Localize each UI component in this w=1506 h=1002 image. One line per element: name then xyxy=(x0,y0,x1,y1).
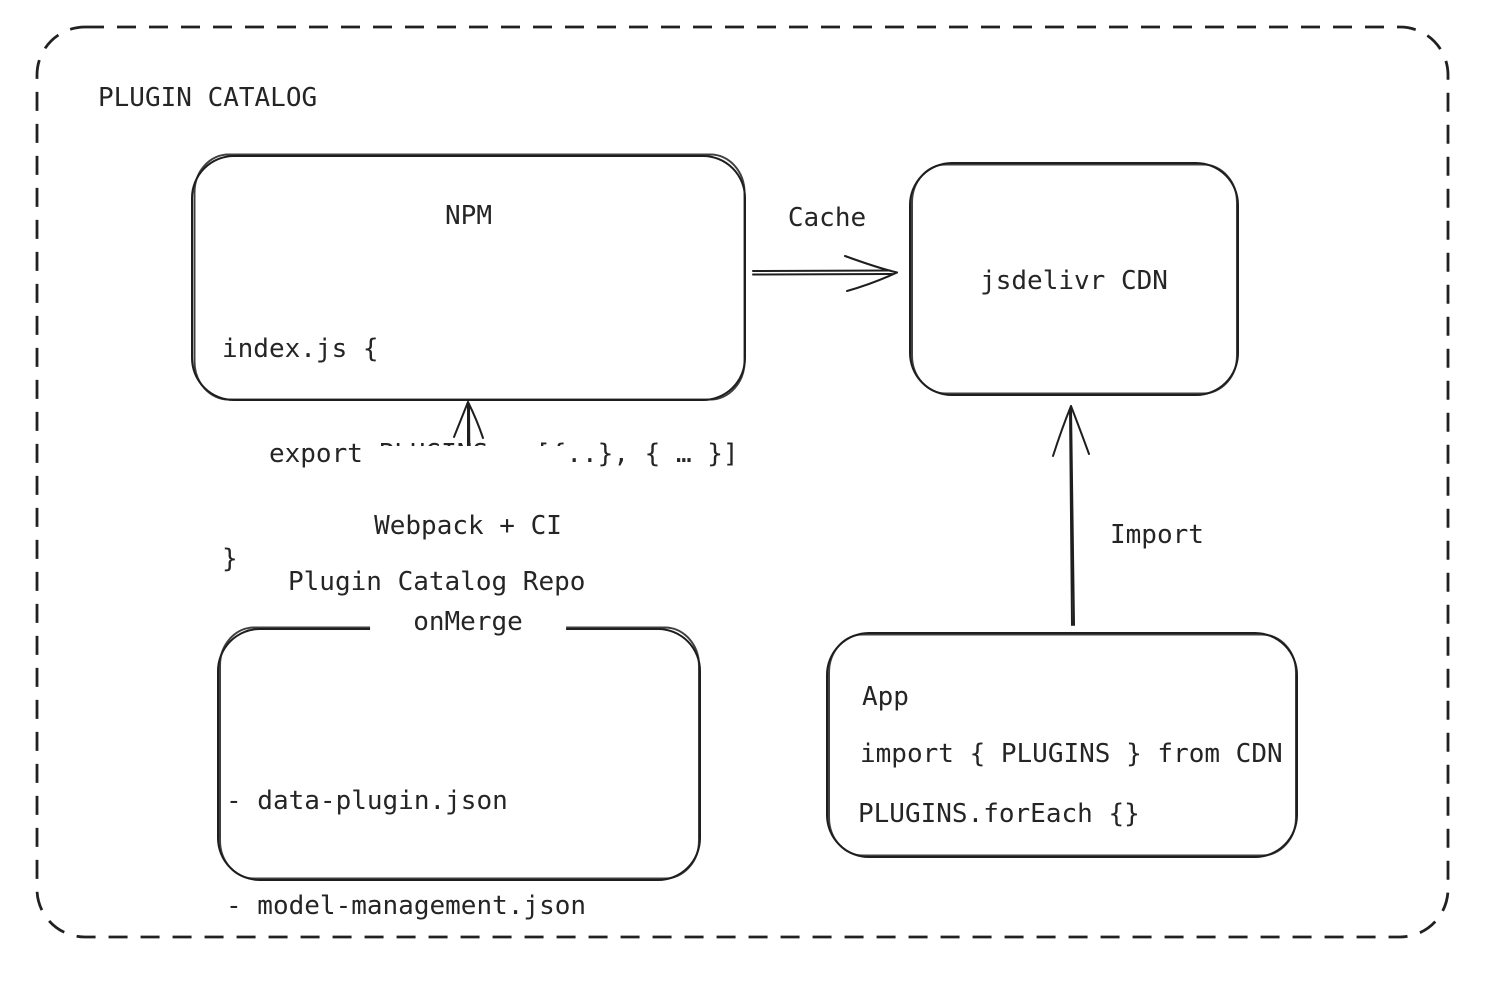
app-code-line: import { PLUGINS } from CDN xyxy=(860,739,1283,769)
catalog-title: PLUGIN CATALOG xyxy=(98,83,318,113)
catalog-dashed-border xyxy=(35,25,1450,939)
repo-box-label: Plugin Catalog Repo xyxy=(288,567,586,597)
cdn-box-shape xyxy=(909,162,1239,396)
npm-box-shape xyxy=(191,153,746,401)
app-box-shape xyxy=(826,632,1298,858)
cache-arrow-label: Cache xyxy=(787,203,867,233)
repo-file-item: … xyxy=(226,994,586,1002)
repo-file-item: - model-management.json xyxy=(226,891,587,921)
npm-code-block: index.js { export PLUGINS = [{..}, { … }… xyxy=(222,262,739,647)
npm-box-title: NPM xyxy=(445,201,492,231)
repo-file-list: - data-plugin.json - model-management.js… xyxy=(226,714,586,1002)
import-arrow-label: Import xyxy=(1110,520,1204,550)
import-arrow xyxy=(1052,405,1090,626)
build-arrow-label: Webpack + CI onMerge xyxy=(370,446,566,702)
build-arrow-label-line1: Webpack + CI xyxy=(374,511,562,541)
app-code-line: PLUGINS.forEach {} xyxy=(858,799,1140,829)
cdn-box-label: jsdelivr CDN xyxy=(980,266,1168,296)
npm-code-line: index.js { xyxy=(222,334,379,364)
app-box-title: App xyxy=(862,682,909,712)
npm-code-line: export PLUGINS = [{..}, { … }] xyxy=(268,439,739,469)
build-arrow-label-line2: onMerge xyxy=(413,607,523,637)
cache-arrow xyxy=(752,255,898,292)
repo-file-item: - data-plugin.json xyxy=(226,786,508,816)
npm-code-line: } xyxy=(222,544,238,574)
